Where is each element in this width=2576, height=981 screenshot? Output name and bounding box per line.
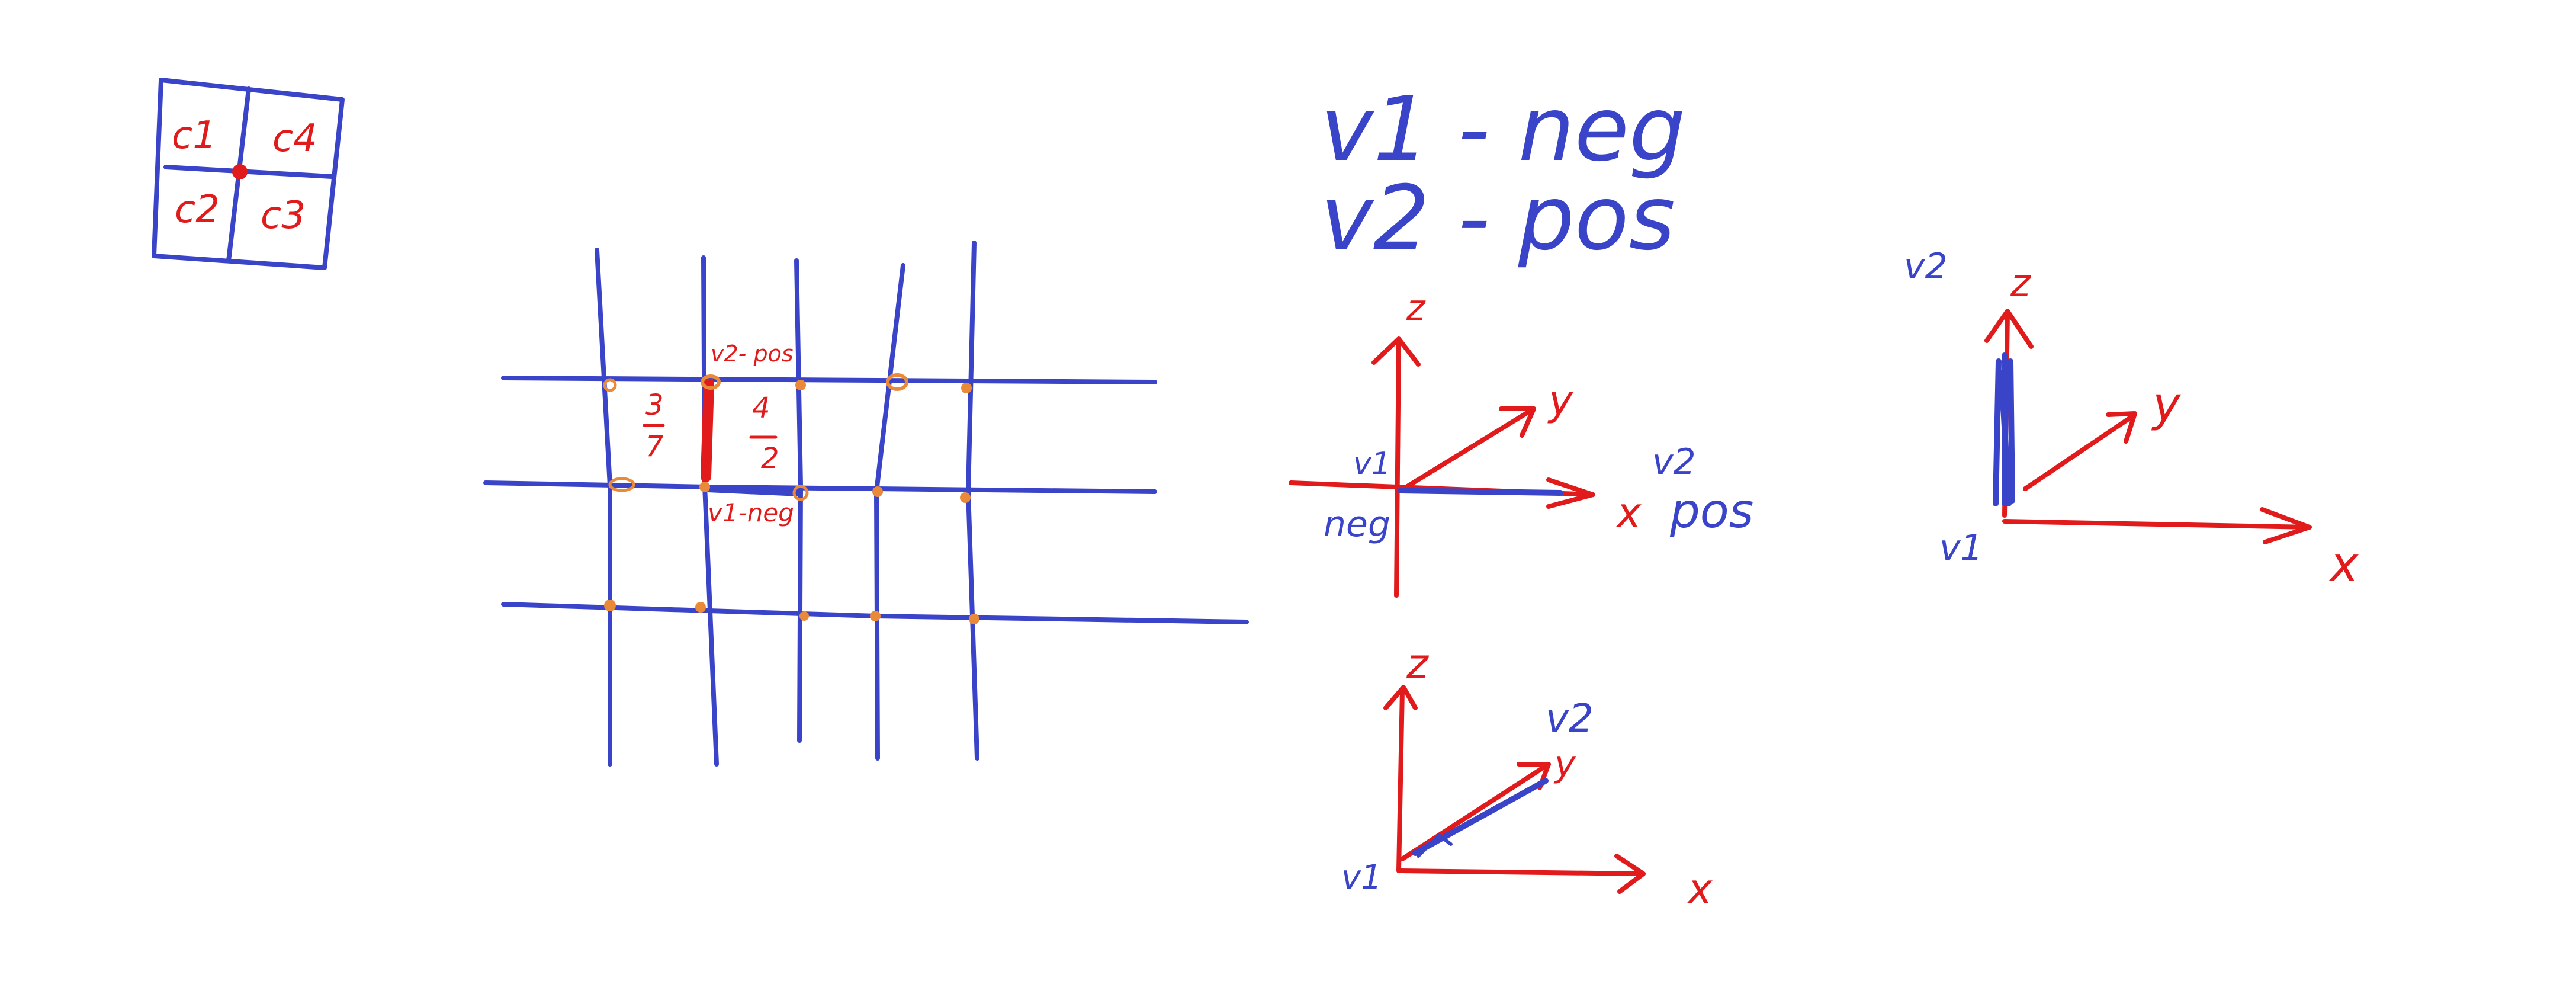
grid-line-h1	[501, 376, 1157, 384]
right-z-arrowhead	[1984, 309, 2034, 349]
mid-y-label: y	[1547, 376, 1574, 425]
cell-label-c3: c3	[261, 194, 306, 238]
mid-z-arrowhead	[1371, 336, 1421, 367]
mid-neg-label: neg	[1324, 504, 1390, 545]
bot-z-label: z	[1406, 640, 1430, 688]
right-y-axis	[2023, 412, 2137, 491]
mid-blue-edge	[1398, 488, 1563, 496]
bot-x-label: x	[1687, 865, 1713, 913]
grid-v1-label: v1-neg	[708, 498, 794, 527]
axes-diagram-middle: z y x v1 v2 neg pos	[1289, 287, 1753, 598]
right-x-axis	[2002, 519, 2312, 530]
fraction-left-num: 3	[645, 389, 664, 422]
axes-diagram-right: z y x v1 v2	[1904, 246, 2359, 592]
thick-segment	[704, 485, 803, 496]
highlighted-edge	[701, 379, 714, 482]
mid-x-label: x	[1615, 489, 1642, 537]
cell-corner-dot	[232, 164, 248, 179]
bot-z-axis	[1396, 688, 1405, 873]
mid-z-axis	[1394, 338, 1401, 598]
mid-v1-label: v1	[1353, 446, 1391, 482]
mid-y-arrowhead	[1499, 406, 1536, 438]
axes-diagram-bottom: z y x v1 v2	[1341, 640, 1713, 913]
right-x-arrowhead	[2260, 507, 2312, 544]
mid-y-axis	[1401, 406, 1536, 491]
right-blue-edge	[1993, 352, 2015, 506]
mid-pos-label: pos	[1669, 483, 1753, 538]
note-v1-neg: v1 - neg	[1321, 78, 1685, 181]
bot-y-axis	[1400, 762, 1551, 861]
bot-x-axis	[1398, 868, 1646, 876]
mid-x-arrowhead	[1546, 477, 1595, 509]
vertex-markers	[603, 373, 979, 624]
fraction-right-num: 4	[752, 392, 770, 425]
right-y-arrowhead	[2106, 411, 2137, 444]
right-v2-label: v2	[1904, 246, 1948, 287]
grid-line-v1	[595, 248, 612, 767]
cell-label-c1: c1	[172, 114, 217, 158]
grid-v2-label: v2- pos	[711, 341, 794, 367]
right-y-label: y	[2151, 377, 2182, 432]
grid-line-v5	[966, 241, 979, 761]
cell-label-c4: c4	[272, 117, 317, 161]
bot-x-arrowhead	[1614, 854, 1646, 894]
right-z-label: z	[2010, 262, 2031, 306]
notes: v1 - neg v2 - pos	[1321, 78, 1685, 270]
mesh-grid: 3 7 4 2 v2- pos v1-neg	[483, 241, 1249, 767]
cell-sketch-horizontal-divider	[163, 165, 334, 179]
note-v2-pos: v2 - pos	[1321, 167, 1675, 270]
bot-blue-edge	[1412, 778, 1549, 856]
bot-y-label: y	[1553, 743, 1576, 785]
grid-line-v4	[874, 263, 905, 761]
mid-v2-label: v2	[1652, 441, 1696, 483]
fraction-right-den: 2	[761, 442, 779, 475]
grid-line-h2	[483, 480, 1157, 494]
bot-v1-label: v1	[1341, 858, 1382, 897]
cell-sketch-border	[152, 78, 345, 270]
cell-label-c2: c2	[175, 188, 220, 232]
bot-blue-edge-tail	[1417, 833, 1453, 858]
mid-z-label: z	[1406, 287, 1426, 329]
cell-sketch: c1 c4 c2 c3	[152, 78, 345, 270]
bot-v2-label: v2	[1546, 695, 1594, 741]
right-x-label: x	[2328, 537, 2359, 592]
fraction-left-den: 7	[645, 430, 664, 463]
right-v1-label: v1	[1939, 527, 1983, 569]
bot-z-arrowhead	[1383, 685, 1418, 710]
